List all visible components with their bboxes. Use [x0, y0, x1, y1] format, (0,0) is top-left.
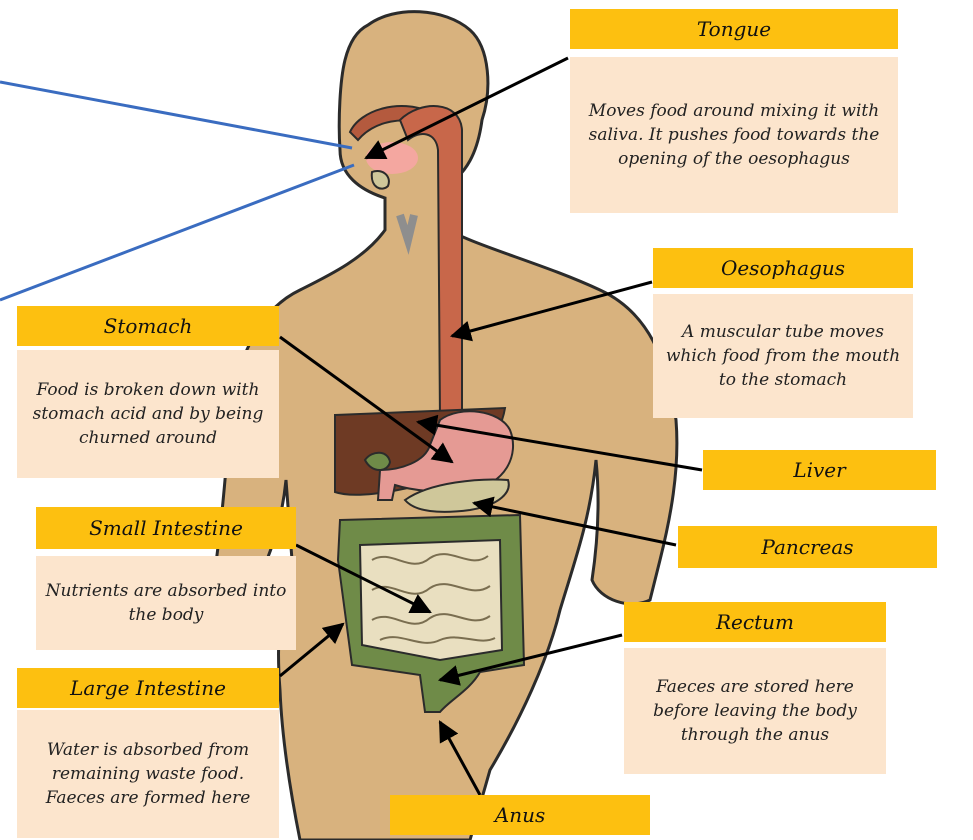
tongue-label: Tongue [570, 9, 898, 49]
pancreas-label: Pancreas [678, 526, 937, 568]
small-intestine-label: Small Intestine [36, 507, 296, 549]
stomach-label: Stomach [17, 306, 279, 346]
large-intestine-label: Large Intestine [17, 668, 279, 708]
anus-label: Anus [390, 795, 650, 835]
oesophagus-description: A muscular tube moves which food from th… [653, 294, 913, 418]
rectum-label: Rectum [624, 602, 886, 642]
stomach-description: Food is broken down with stomach acid an… [17, 350, 279, 478]
mouth-pointer-line-lower [0, 165, 354, 300]
mouth-pointer-line-upper [0, 82, 352, 148]
rectum-description: Faeces are stored here before leaving th… [624, 648, 886, 774]
salivary-gland [372, 171, 389, 189]
tongue-description: Moves food around mixing it with saliva.… [570, 57, 898, 213]
oesophagus-label: Oesophagus [653, 248, 913, 288]
small-intestine-description: Nutrients are absorbed into the body [36, 556, 296, 650]
liver-label: Liver [703, 450, 936, 490]
large-intestine-description: Water is absorbed from remaining waste f… [17, 710, 279, 838]
